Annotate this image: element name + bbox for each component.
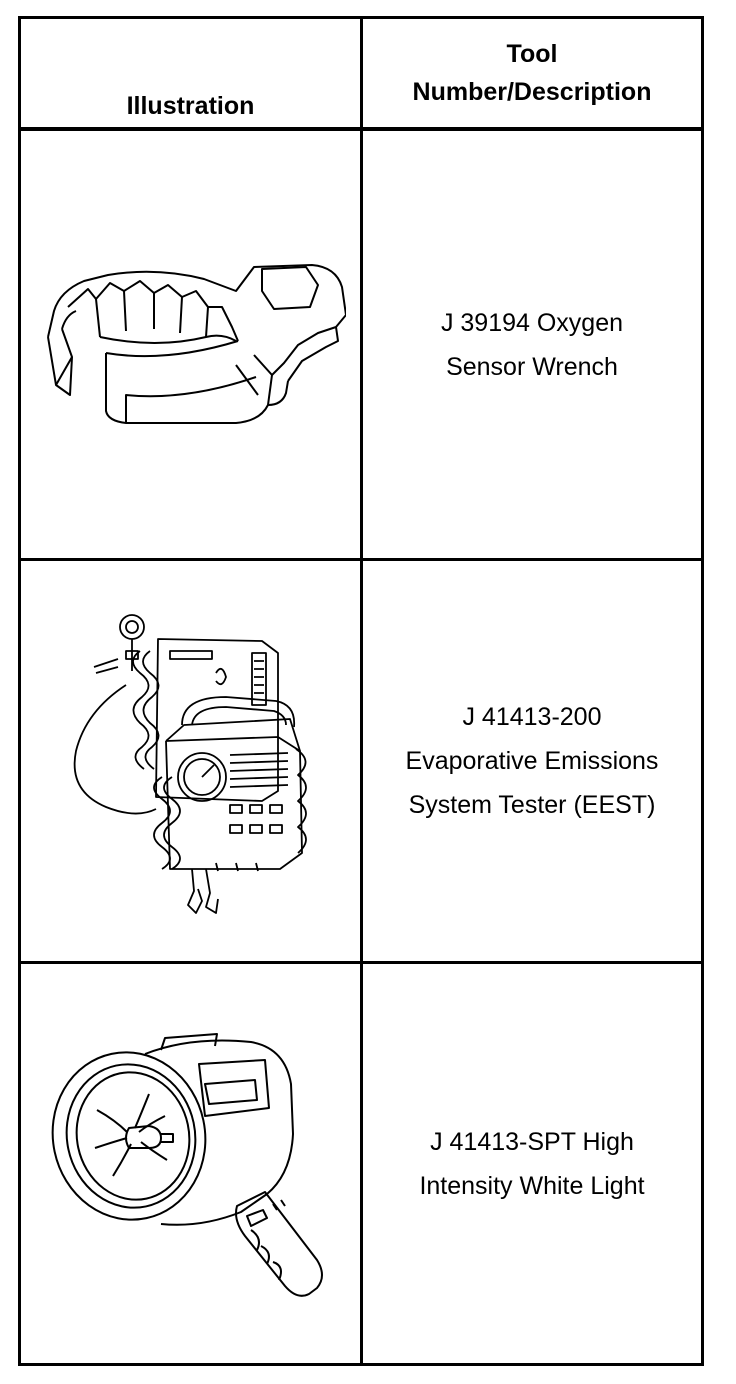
tool-desc-line2: Intensity White Light [419, 1171, 645, 1200]
white-light-icon [51, 1032, 323, 1297]
header-tool-line2: Number/Description [412, 78, 652, 106]
table-row-illustration [21, 561, 360, 961]
table-row-illustration [21, 131, 360, 558]
header-tool-line1: Tool [506, 40, 558, 68]
special-tools-table: Illustration Tool Number/Description [18, 16, 704, 1366]
tool-desc-line2: Sensor Wrench [446, 352, 618, 381]
tool-desc-line1: J 39194 Oxygen [440, 308, 624, 337]
tool-desc-line2: Evaporative Emissions [405, 747, 659, 775]
header-illustration: Illustration [21, 19, 360, 127]
tool-desc-line3: System Tester (EEST) [408, 791, 656, 819]
table-row-description: J 39194 Oxygen Sensor Wrench [363, 131, 701, 558]
tool-desc-line1: J 41413-SPT High [430, 1127, 634, 1156]
row-divider [21, 558, 701, 561]
table-row-description: J 41413-200 Evaporative Emissions System… [363, 561, 701, 961]
oxygen-sensor-wrench-icon [46, 263, 346, 424]
header-divider [21, 127, 701, 131]
table-row-illustration [21, 964, 360, 1363]
table-row-description: J 41413-SPT High Intensity White Light [363, 964, 701, 1363]
tool-desc-line1: J 41413-200 [462, 703, 602, 731]
column-divider [360, 19, 363, 1363]
evap-system-tester-icon [73, 614, 307, 914]
row-divider [21, 961, 701, 964]
header-illustration-label: Illustration [126, 92, 255, 120]
header-tool-description: Tool Number/Description [363, 19, 701, 127]
